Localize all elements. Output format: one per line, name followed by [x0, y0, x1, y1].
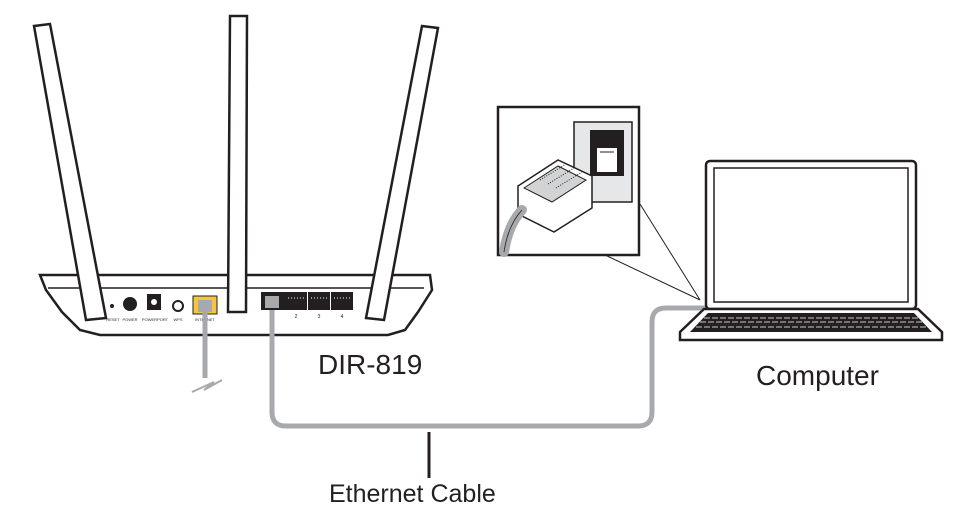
laptop-icon [678, 159, 944, 342]
router-model-label: DIR-819 [318, 349, 423, 380]
router-icon: RESET POWER POWERPORT WPS INTERNET 2 3 4 [32, 14, 440, 337]
port-label-wps: WPS [173, 317, 182, 322]
ethernet-cable-label: Ethernet Cable [329, 480, 496, 508]
lan-port-4 [331, 292, 353, 310]
power-port-pin [151, 299, 157, 305]
lan-port-2 [285, 292, 307, 310]
internet-cable-icon [191, 312, 223, 393]
reset-hole [110, 304, 114, 308]
lan-port-3 [308, 292, 330, 310]
computer-label: Computer [756, 360, 879, 391]
rj45-plug-icon [496, 105, 701, 301]
wps-button [172, 300, 184, 312]
internet-plug [198, 300, 212, 312]
antenna-icon [32, 22, 108, 322]
port-label-reset: RESET [106, 317, 120, 322]
laptop-keyboard [690, 313, 932, 332]
port-label-power: POWER [122, 317, 137, 322]
antenna-icon [226, 14, 249, 314]
port-label-power-port: POWERPORT [142, 317, 169, 322]
port-label-lan-4: 4 [341, 314, 344, 320]
laptop-screen [713, 167, 909, 303]
callout-line [602, 203, 701, 301]
lan-plug-1 [265, 296, 279, 308]
port-label-lan-2: 2 [295, 314, 298, 320]
laptop-keys [696, 317, 926, 328]
ethernet-cable-icon [269, 305, 712, 429]
port-label-lan-3: 3 [318, 314, 321, 320]
break-symbol [191, 379, 223, 393]
power-button [123, 297, 137, 311]
antenna-icon [364, 24, 440, 322]
